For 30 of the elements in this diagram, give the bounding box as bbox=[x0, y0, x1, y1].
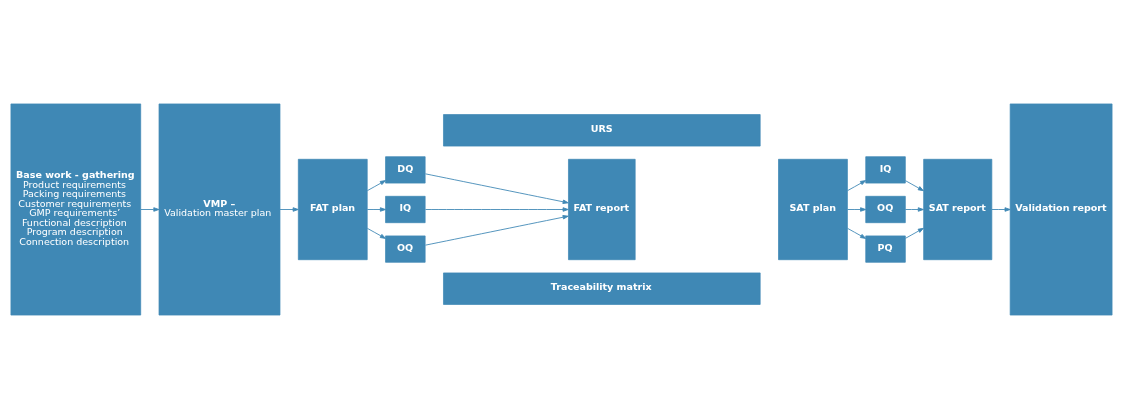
arrow bbox=[279, 206, 299, 212]
arrow bbox=[904, 227, 924, 239]
node-box: OQ bbox=[385, 235, 426, 263]
node-box: FAT plan bbox=[297, 158, 368, 260]
node-box: SAT report bbox=[923, 158, 993, 260]
node-box: DQ bbox=[385, 155, 426, 183]
arrow bbox=[904, 206, 924, 212]
arrow bbox=[366, 206, 386, 212]
node-box: SAT plan bbox=[778, 158, 848, 260]
node-box: FAT report bbox=[568, 158, 636, 260]
arrow bbox=[425, 214, 569, 246]
arrow bbox=[366, 227, 386, 239]
node-box: VMP – Validation master plan bbox=[158, 103, 281, 315]
arrow bbox=[991, 206, 1011, 212]
arrow bbox=[425, 172, 569, 204]
node-box: IQ bbox=[865, 155, 906, 183]
node-box: Traceability matrix bbox=[443, 272, 761, 305]
arrow bbox=[366, 179, 386, 191]
arrow bbox=[847, 206, 867, 212]
node-box: PQ bbox=[865, 235, 906, 263]
node-box: URS bbox=[443, 113, 761, 146]
node-box: OQ bbox=[865, 195, 906, 223]
arrow bbox=[847, 179, 867, 191]
arrow bbox=[140, 206, 160, 212]
arrow bbox=[425, 206, 569, 212]
node-box: Base work - gathering Product requirements Packing requirements Customer requirements GMP requirements’ Functional description Program description Connection description bbox=[10, 103, 142, 315]
arrow bbox=[904, 179, 924, 191]
arrow bbox=[847, 227, 867, 239]
node-box: IQ bbox=[385, 195, 426, 223]
node-box: Validation report bbox=[1009, 103, 1113, 315]
